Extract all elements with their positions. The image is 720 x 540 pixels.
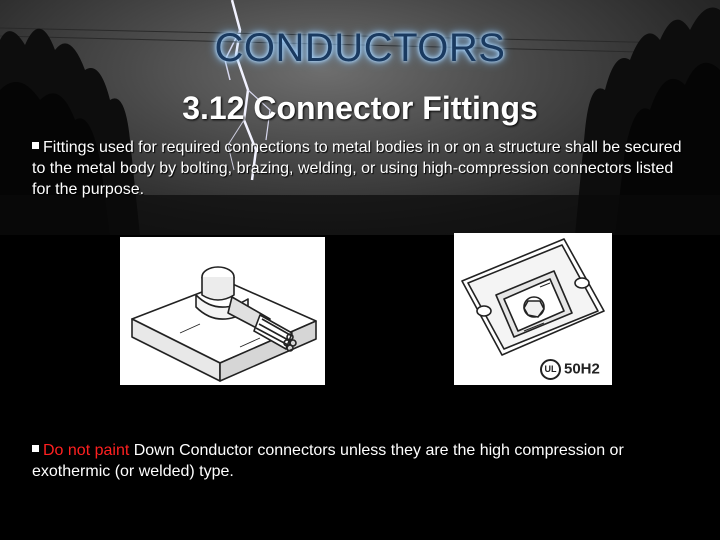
ul-logo-icon: UL: [540, 359, 561, 380]
slide-title: CONDUCTORS: [214, 26, 506, 70]
lightning-trees-illustration: [0, 0, 720, 235]
do-not-paint-paragraph: Do not paint Down Conductor connectors u…: [32, 440, 692, 482]
bullet-square-icon: [32, 445, 39, 452]
slide-subtitle: 3.12 Connector Fittings: [182, 90, 538, 126]
do-not-paint-highlight: Do not paint: [43, 442, 130, 459]
fitting-model-label: 50H2: [564, 360, 600, 378]
fittings-paragraph: Fittings used for required connections t…: [32, 137, 692, 200]
fittings-text: Fittings used for required connections t…: [32, 139, 682, 198]
do-not-paint-text: Down Conductor connectors unless they ar…: [32, 442, 624, 480]
bullet-square-icon: [32, 142, 39, 149]
storm-sky-background: [0, 0, 720, 235]
connector-fitting-block-image: [120, 237, 325, 385]
